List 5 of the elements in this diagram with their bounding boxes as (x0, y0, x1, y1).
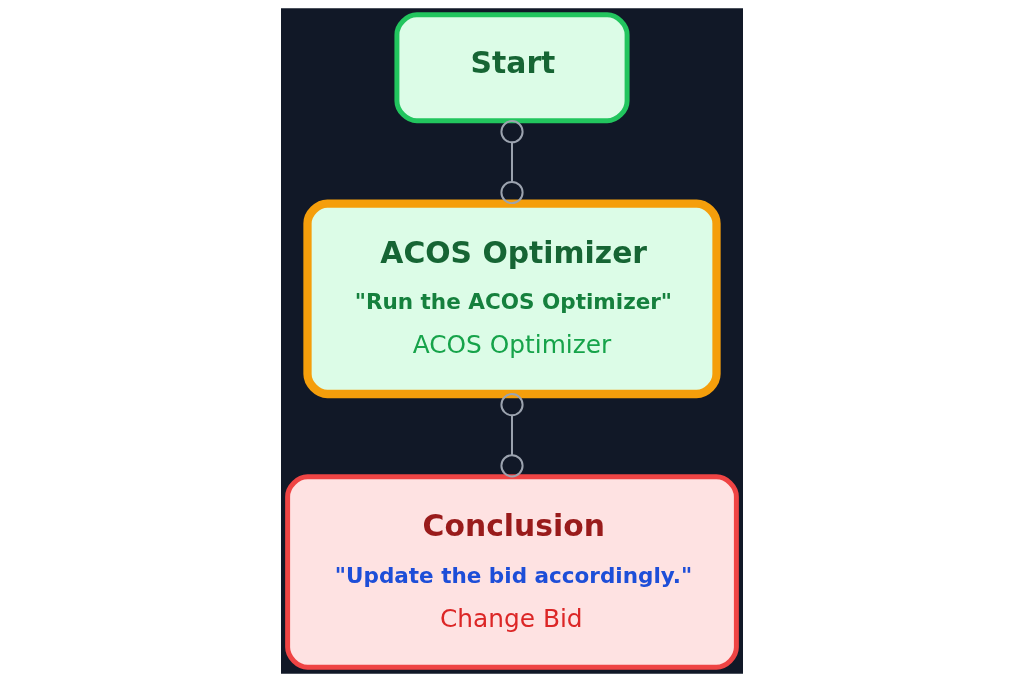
node-box: ACOS Optimizer "Run the ACOS Optimizer" ACOS Optimizer (303, 199, 721, 399)
node-box: Start (394, 12, 630, 124)
connector (500, 393, 524, 478)
connector (500, 120, 524, 205)
node-box: Conclusion "Update the bid accordingly." Change Bid (285, 474, 739, 670)
